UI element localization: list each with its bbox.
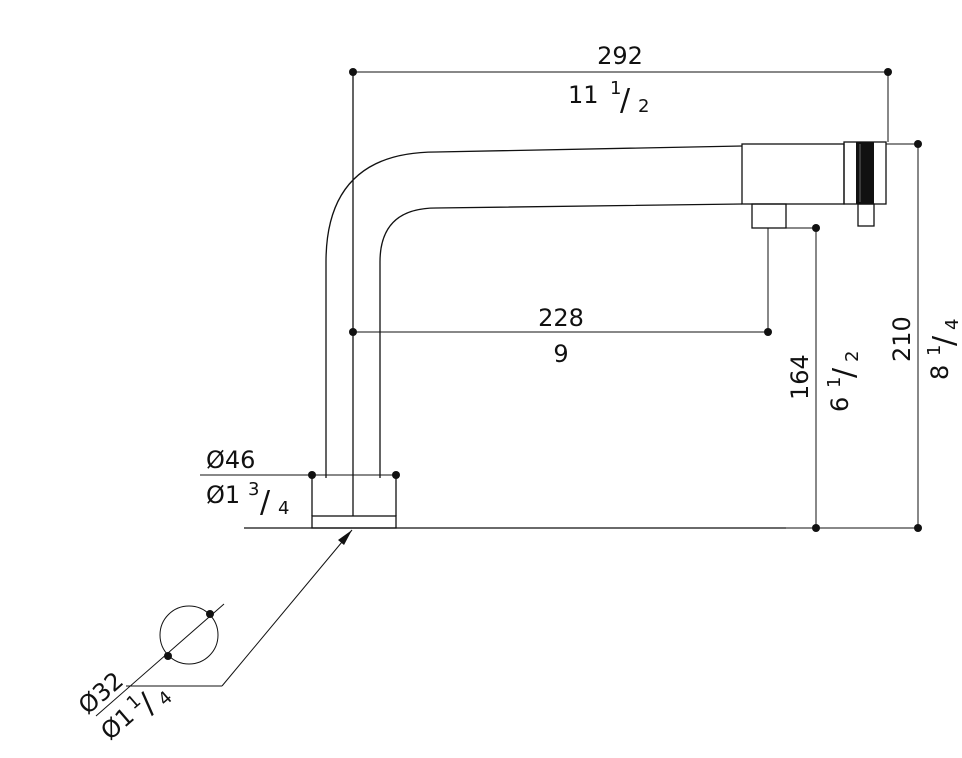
spout-head (741, 143, 845, 205)
dot-overall-left (349, 68, 357, 76)
total-height-in-den: 4 (942, 319, 962, 330)
dot-overall-right (884, 68, 892, 76)
dot-base-right (392, 471, 400, 479)
label-outlet-height: 164 6 1 / 2 (786, 351, 863, 412)
faucet-body (311, 72, 887, 529)
outlet-height-in-den: 2 (842, 351, 863, 362)
base-diameter-mm: Ø46 (206, 446, 255, 474)
total-height-in-whole: 8 (926, 365, 954, 380)
dot-reach-left (349, 328, 357, 336)
spout-reach-in: 9 (553, 340, 568, 368)
spout-outer-edge (325, 145, 743, 478)
overall-width-in-whole: 11 (568, 81, 599, 109)
dot-outlet-top (812, 224, 820, 232)
dim-line-hole-diameter (95, 603, 225, 717)
dimension-dots (164, 68, 922, 660)
dot-total-top (914, 140, 922, 148)
lever-axle (857, 203, 875, 227)
outlet-height-slash: / (827, 367, 862, 378)
hole-circle (159, 605, 219, 665)
base-diameter-in-num: 3 (248, 479, 259, 500)
overall-width-in-num: 1 (610, 78, 621, 99)
outlet-height-in-whole: 6 (826, 397, 854, 412)
base-diameter-in-whole: Ø1 (206, 481, 240, 509)
dot-reach-right (764, 328, 772, 336)
label-overall-width: 292 11 1 / 2 (568, 42, 649, 118)
overall-width-mm: 292 (597, 42, 643, 70)
spout-reach-mm: 228 (538, 304, 584, 332)
dot-hole-lower (164, 652, 172, 660)
dot-outlet-bottom (812, 524, 820, 532)
spout-inner-edge (379, 203, 743, 478)
aerator-outlet (751, 203, 787, 229)
dot-hole-upper (206, 610, 214, 618)
overall-width-in-den: 2 (638, 96, 649, 117)
base-diameter-in-den: 4 (278, 498, 289, 519)
leader-hole-diameter (221, 529, 353, 687)
outlet-height-mm: 164 (786, 354, 814, 400)
label-spout-reach: 228 9 (538, 304, 584, 368)
base-diameter-slash: / (260, 485, 271, 520)
dot-total-bottom (914, 524, 922, 532)
total-height-slash: / (927, 335, 962, 346)
hole-diameter-in-den: 4 (154, 687, 176, 710)
total-height-in-num: 1 (924, 345, 945, 356)
outlet-height-in-num: 1 (824, 377, 845, 388)
label-hole-diameter: Ø32 Ø1 1 / 4 (73, 666, 177, 745)
total-height-mm: 210 (888, 316, 916, 362)
label-total-height: 210 8 1 / 4 (888, 316, 962, 380)
dot-base-left (308, 471, 316, 479)
lever-grip (856, 142, 874, 204)
dimension-lines (95, 71, 919, 717)
base-escutcheon (311, 515, 397, 529)
overall-width-slash: / (620, 83, 631, 118)
label-base-diameter: Ø46 Ø1 3 / 4 (206, 446, 289, 520)
leader-arrowhead (338, 530, 352, 545)
